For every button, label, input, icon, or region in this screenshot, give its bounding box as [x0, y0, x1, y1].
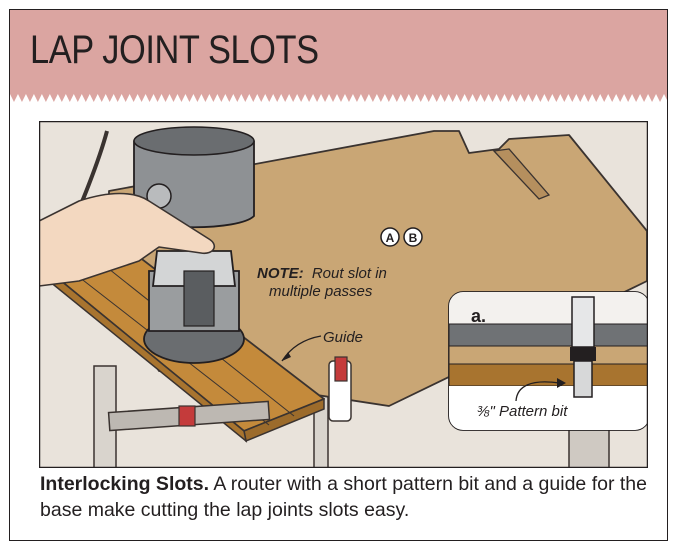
- inset-label: a.: [471, 306, 486, 326]
- router-tool: [67, 126, 255, 364]
- note-text-1: Rout slot in: [312, 265, 387, 282]
- guide-label: Guide: [323, 329, 363, 346]
- section-title: LAP JOINT SLOTS: [30, 28, 319, 72]
- note-label: NOTE:: [257, 265, 304, 282]
- pattern-bit-label: ⅜" Pattern bit: [477, 403, 568, 420]
- callout-b: B: [409, 231, 418, 245]
- caption-lead: Interlocking Slots.: [40, 473, 210, 495]
- board-slot: [492, 148, 551, 200]
- zigzag-divider: [10, 94, 667, 102]
- note-line-1: NOTE: Rout slot in: [257, 265, 387, 282]
- note-line-2: multiple passes: [269, 283, 373, 300]
- illustration-panel: A B NOTE: Rout slot in multiple passes G…: [39, 121, 648, 468]
- bar-clamp: [107, 356, 352, 432]
- guide-leader-arrow: [282, 352, 291, 361]
- article-card: LAP JOINT SLOTS: [9, 9, 668, 541]
- illustration-frame: [39, 121, 648, 468]
- caption-text: A router with a short pattern bit and a …: [40, 473, 647, 521]
- bit-leader-arrow: [557, 378, 566, 388]
- detail-inset: a. ⅜" Pattern bit: [448, 291, 648, 431]
- hand: [39, 192, 216, 287]
- callout-a: A: [386, 231, 395, 245]
- section-header: LAP JOINT SLOTS: [10, 10, 667, 102]
- bit-leader: [515, 381, 560, 402]
- figure-caption: Interlocking Slots. A router with a shor…: [40, 471, 650, 523]
- part-callouts: A B: [380, 227, 423, 247]
